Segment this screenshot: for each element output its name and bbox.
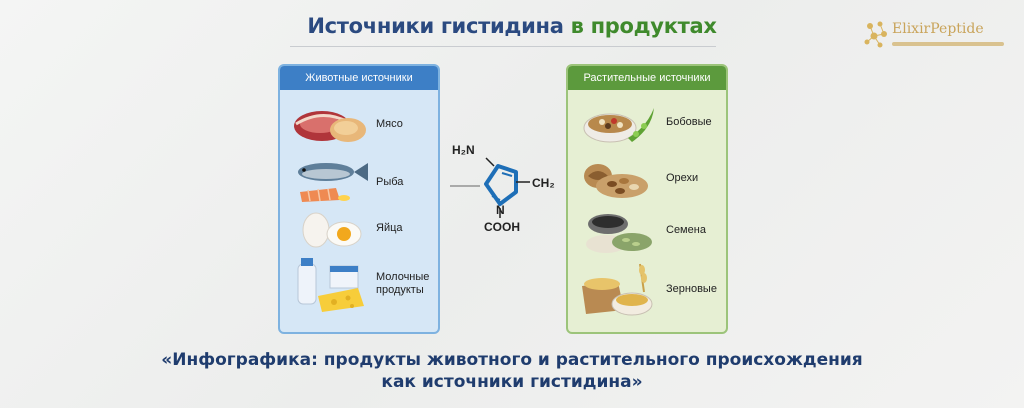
animal-item-dairy: Молочные продукты [286, 254, 436, 314]
brand-logo: ElixirPeptide [862, 20, 1006, 54]
animal-sources-panel: Животные источники Мясо Рыба Яйца [278, 64, 440, 334]
plant-item-label: Семена [666, 223, 706, 236]
infographic-caption: «Инфографика: продукты животного и расти… [0, 349, 1024, 393]
molecule-logo-icon [864, 21, 887, 48]
animal-item-fish: Рыба [286, 158, 403, 206]
animal-panel-header: Животные источники [280, 66, 438, 90]
animal-item-label: Мясо [376, 117, 403, 130]
animal-item-label: Яйца [376, 221, 403, 234]
ring-nitrogen-label: N [496, 203, 505, 217]
caption-line-2: как источники гистидина» [381, 372, 643, 392]
plant-item-nuts: Орехи [574, 154, 698, 202]
brand-name: ElixirPeptide [892, 21, 984, 37]
title-accent: в продуктах [570, 14, 717, 38]
title-divider [290, 46, 716, 47]
plant-item-legumes: Бобовые [574, 98, 712, 146]
title-main: Источники гистидина [307, 14, 564, 38]
caption-line-1: «Инфографика: продукты животного и расти… [161, 350, 863, 370]
animal-item-label: Молочные продукты [376, 271, 430, 296]
meat-icon [294, 111, 366, 142]
plant-sources-panel: Растительные источники Бобовые Орехи [566, 64, 728, 334]
plant-item-grains: Зерновые [574, 258, 717, 320]
plant-item-label: Зерновые [666, 282, 717, 295]
plant-item-label: Орехи [666, 171, 699, 184]
dairy-icon [297, 258, 364, 312]
carboxyl-group-label: COOH [484, 220, 520, 234]
methylene-group-label: CH₂ [532, 176, 555, 190]
eggs-icon [302, 212, 362, 248]
seeds-icon [586, 214, 652, 253]
animal-item-meat: Мясо [286, 100, 403, 148]
grains-icon [582, 263, 653, 316]
page-title: Источники гистидина в продуктах [0, 14, 1024, 38]
animal-item-label: Рыба [376, 175, 404, 188]
fish-icon [298, 163, 368, 202]
animal-item-eggs: Яйца [286, 204, 403, 252]
plant-item-seeds: Семена [574, 206, 706, 254]
plant-panel-header: Растительные источники [568, 66, 726, 90]
brand-tagline [892, 42, 1004, 46]
legumes-icon [583, 108, 654, 143]
histidine-structure-diagram [450, 157, 530, 218]
amino-group-label: H₂N [452, 143, 475, 157]
plant-item-label: Бобовые [666, 115, 712, 128]
nuts-icon [584, 164, 648, 198]
